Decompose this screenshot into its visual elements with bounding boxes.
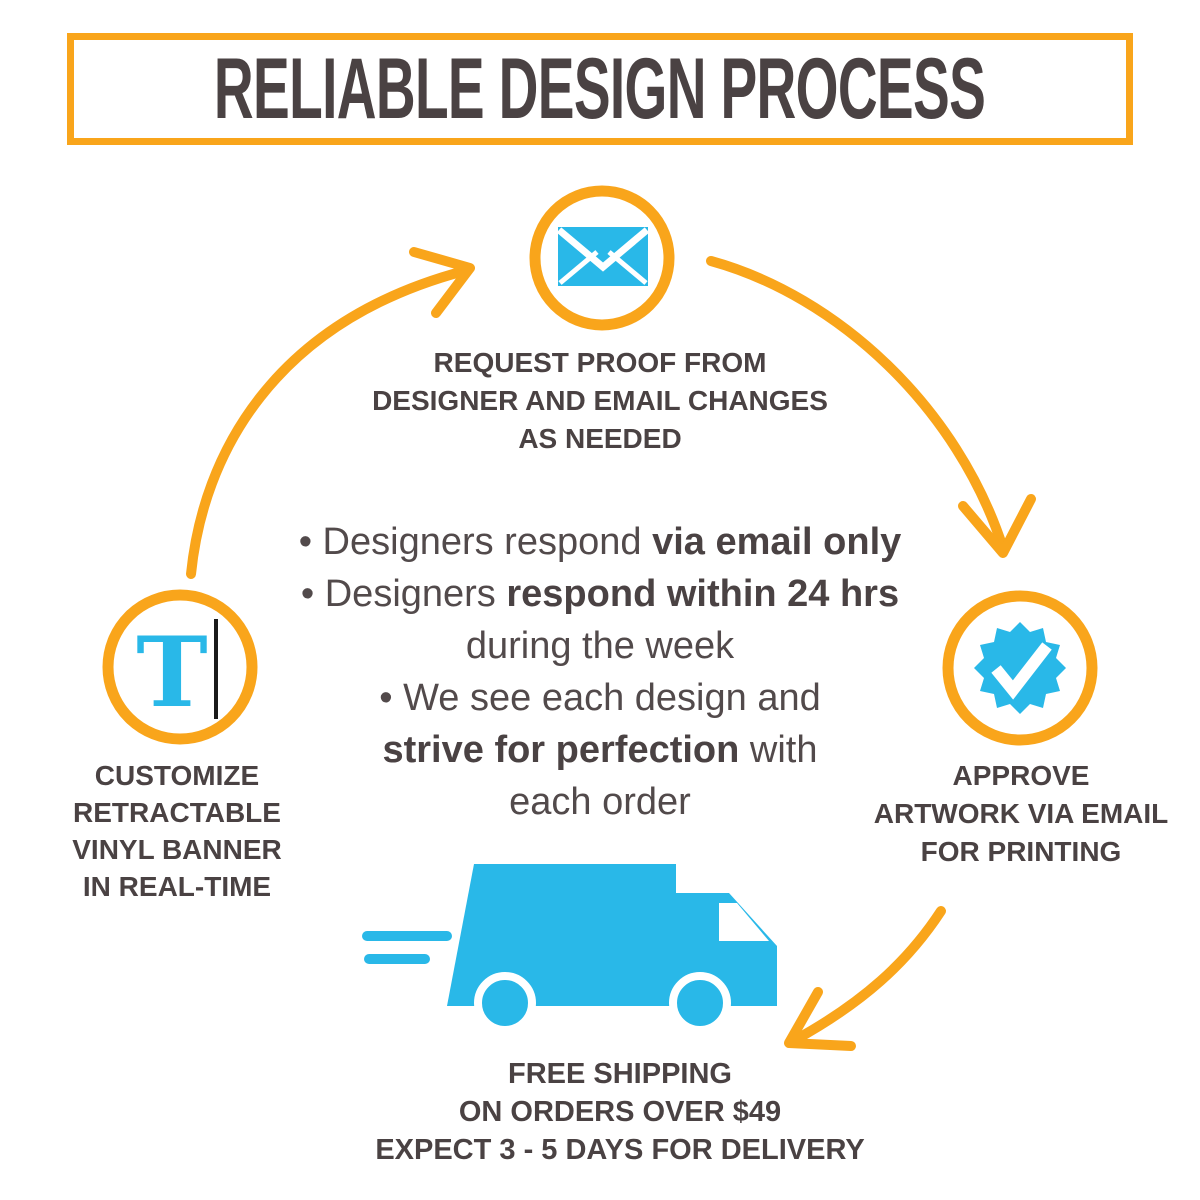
truck-wheel-rear <box>669 972 731 1034</box>
delivery-truck-icon <box>362 864 777 1034</box>
customize-step-caption: CUSTOMIZE RETRACTABLE VINYL BANNER IN RE… <box>72 760 282 902</box>
note-line: during the week <box>465 625 735 667</box>
shipping-step-caption: FREE SHIPPING ON ORDERS OVER $49 EXPECT … <box>375 1058 865 1166</box>
speed-line <box>364 954 430 964</box>
note-line: strive for perfection with <box>382 729 818 771</box>
note-line: • We see each design and <box>379 677 821 719</box>
speed-line <box>362 931 452 941</box>
arrow-request-to-approve <box>706 256 1036 558</box>
envelope-icon <box>556 227 650 286</box>
title-banner: RELIABLE DESIGN PROCESS <box>67 33 1133 145</box>
request-proof-step-icon <box>529 185 675 331</box>
text-cursor-icon: T <box>136 616 218 729</box>
arrow-approve-to-shipping <box>784 906 946 1051</box>
truck-window <box>719 903 769 941</box>
page-title: RELIABLE DESIGN PROCESS <box>214 40 986 137</box>
note-line: • Designers respond via email only <box>298 521 902 563</box>
customize-step-icon: T <box>102 589 258 745</box>
letter-t-glyph: T <box>136 616 207 729</box>
note-line: • Designers respond within 24 hrs <box>300 573 900 615</box>
checkmark-badge-icon <box>974 622 1066 714</box>
truck-cargo-box <box>447 864 676 1006</box>
note-line: each order <box>509 781 691 823</box>
request-step-caption: REQUEST PROOF FROM DESIGNER AND EMAIL CH… <box>372 347 828 454</box>
approve-step-caption: APPROVE ARTWORK VIA EMAIL FOR PRINTING <box>873 760 1169 867</box>
designer-notes: • Designers respond via email only • Des… <box>240 516 960 828</box>
approve-step-icon <box>942 590 1098 746</box>
truck-wheel-front <box>474 972 536 1034</box>
arrow-customize-to-request <box>186 247 475 579</box>
